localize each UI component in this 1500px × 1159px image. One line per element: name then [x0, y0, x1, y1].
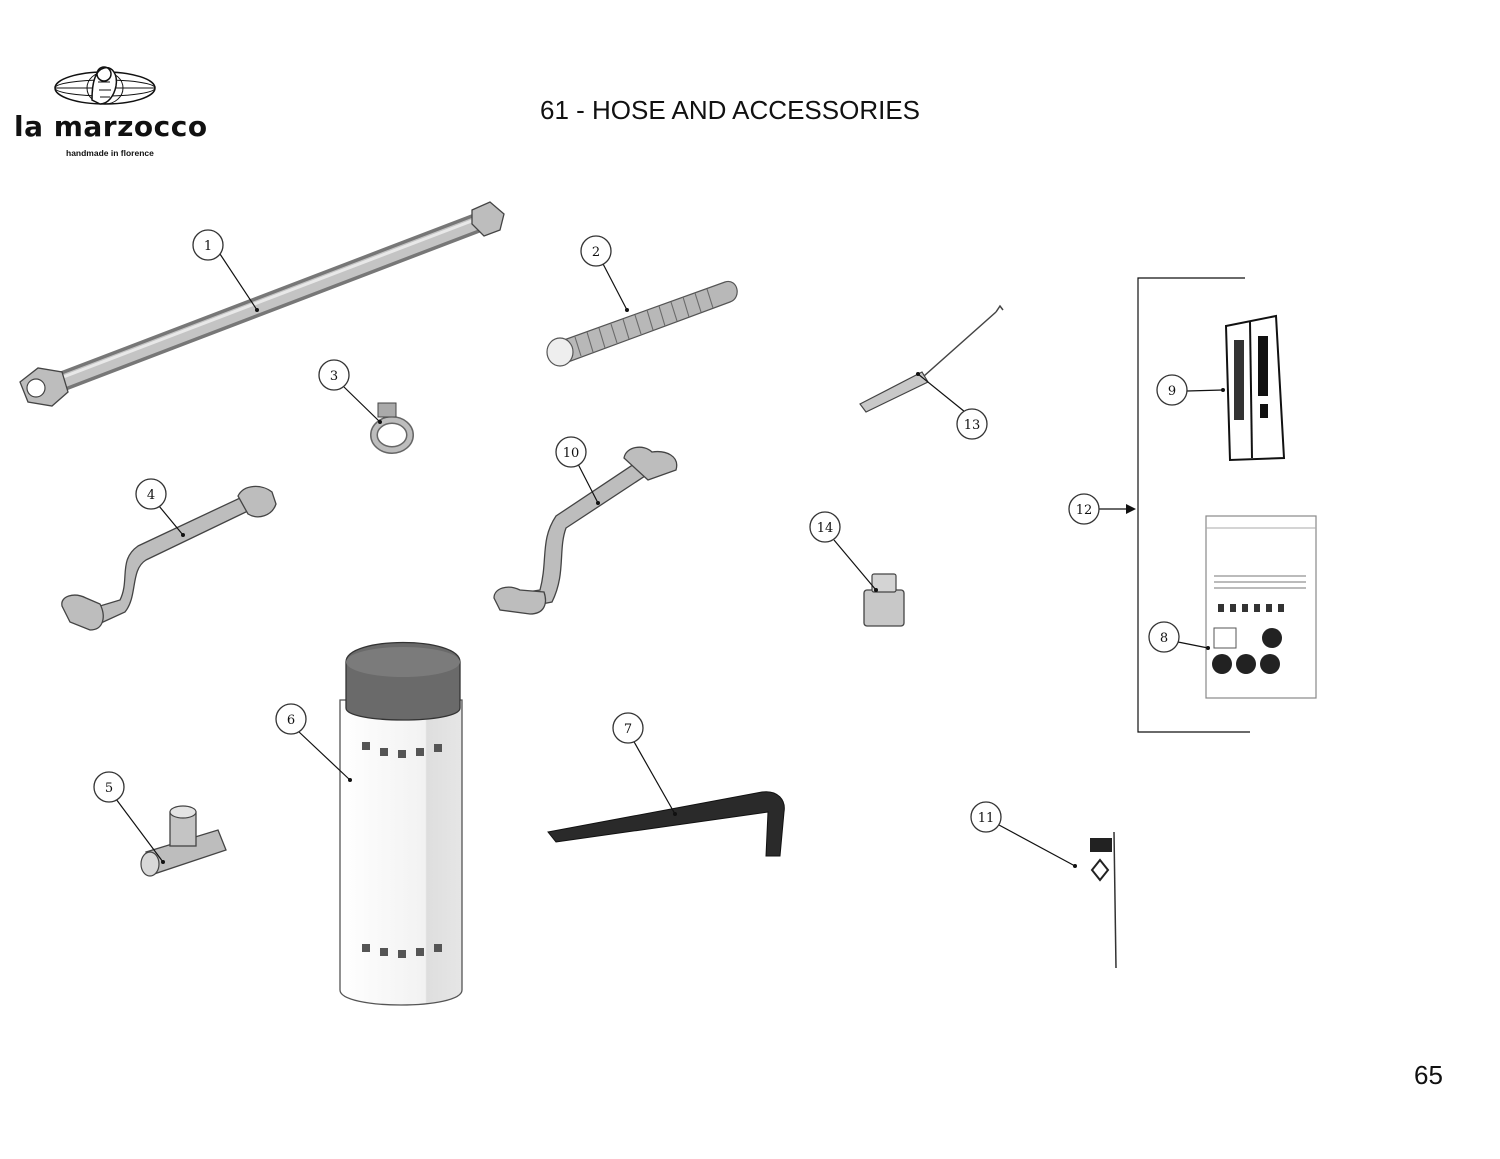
- callout-2: 2: [580, 235, 612, 267]
- callout-label: 14: [817, 521, 834, 536]
- leader-lines: [115, 253, 1225, 868]
- part-hex-key: [547, 791, 785, 857]
- part-wrench-small: [61, 485, 277, 631]
- callout-7: 7: [612, 712, 644, 744]
- callout-label: 4: [147, 488, 155, 503]
- part-manual-booklet: [1224, 314, 1286, 462]
- callout-label: 2: [592, 245, 600, 260]
- callout-13: 13: [956, 408, 988, 440]
- group-bracket: [1137, 277, 1250, 733]
- part-hose-clamp: [370, 402, 414, 454]
- callout-14: 14: [809, 511, 841, 543]
- callout-1: 1: [192, 229, 224, 261]
- callout-4: 4: [135, 478, 167, 510]
- part-wrench-large: [493, 446, 678, 615]
- globe-lion-emblem-icon: [54, 66, 156, 105]
- callout-6: 6: [275, 703, 307, 735]
- callout-12: 12: [1068, 493, 1100, 525]
- callout-11: 11: [970, 801, 1002, 833]
- callout-label: 5: [105, 781, 113, 796]
- part-canister: [339, 641, 463, 1006]
- callout-label: 13: [964, 418, 981, 433]
- callout-10: 10: [555, 436, 587, 468]
- part-label-sticker: [1090, 831, 1117, 969]
- part-corrugated-sleeve: [546, 280, 738, 367]
- brand-wordmark: la marzocco: [14, 110, 208, 143]
- part-calibration-weight: [863, 573, 905, 627]
- page-number: 65: [1414, 1060, 1443, 1090]
- callout-label: 1: [204, 239, 212, 254]
- callout-label: 8: [1160, 631, 1168, 646]
- callout-9: 9: [1156, 374, 1188, 406]
- callout-5: 5: [93, 771, 125, 803]
- callout-label: 9: [1168, 384, 1176, 399]
- brand-logo: la marzocco handmade in florence: [0, 0, 220, 170]
- brand-tagline: handmade in florence: [66, 148, 154, 158]
- callout-3: 3: [318, 359, 350, 391]
- part-tee-fitting: [140, 805, 227, 877]
- callout-label: 11: [978, 811, 995, 826]
- callout-8: 8: [1148, 621, 1180, 653]
- callout-label: 6: [287, 713, 295, 728]
- part-pick-tool: [859, 304, 1004, 413]
- callout-label: 10: [563, 446, 580, 461]
- page-title: 61 - HOSE AND ACCESSORIES: [540, 95, 921, 125]
- callout-label: 7: [624, 722, 632, 737]
- callout-label: 3: [330, 369, 338, 384]
- callout-label: 12: [1076, 503, 1093, 518]
- part-hose: [19, 201, 505, 407]
- part-instruction-card: [1205, 515, 1317, 699]
